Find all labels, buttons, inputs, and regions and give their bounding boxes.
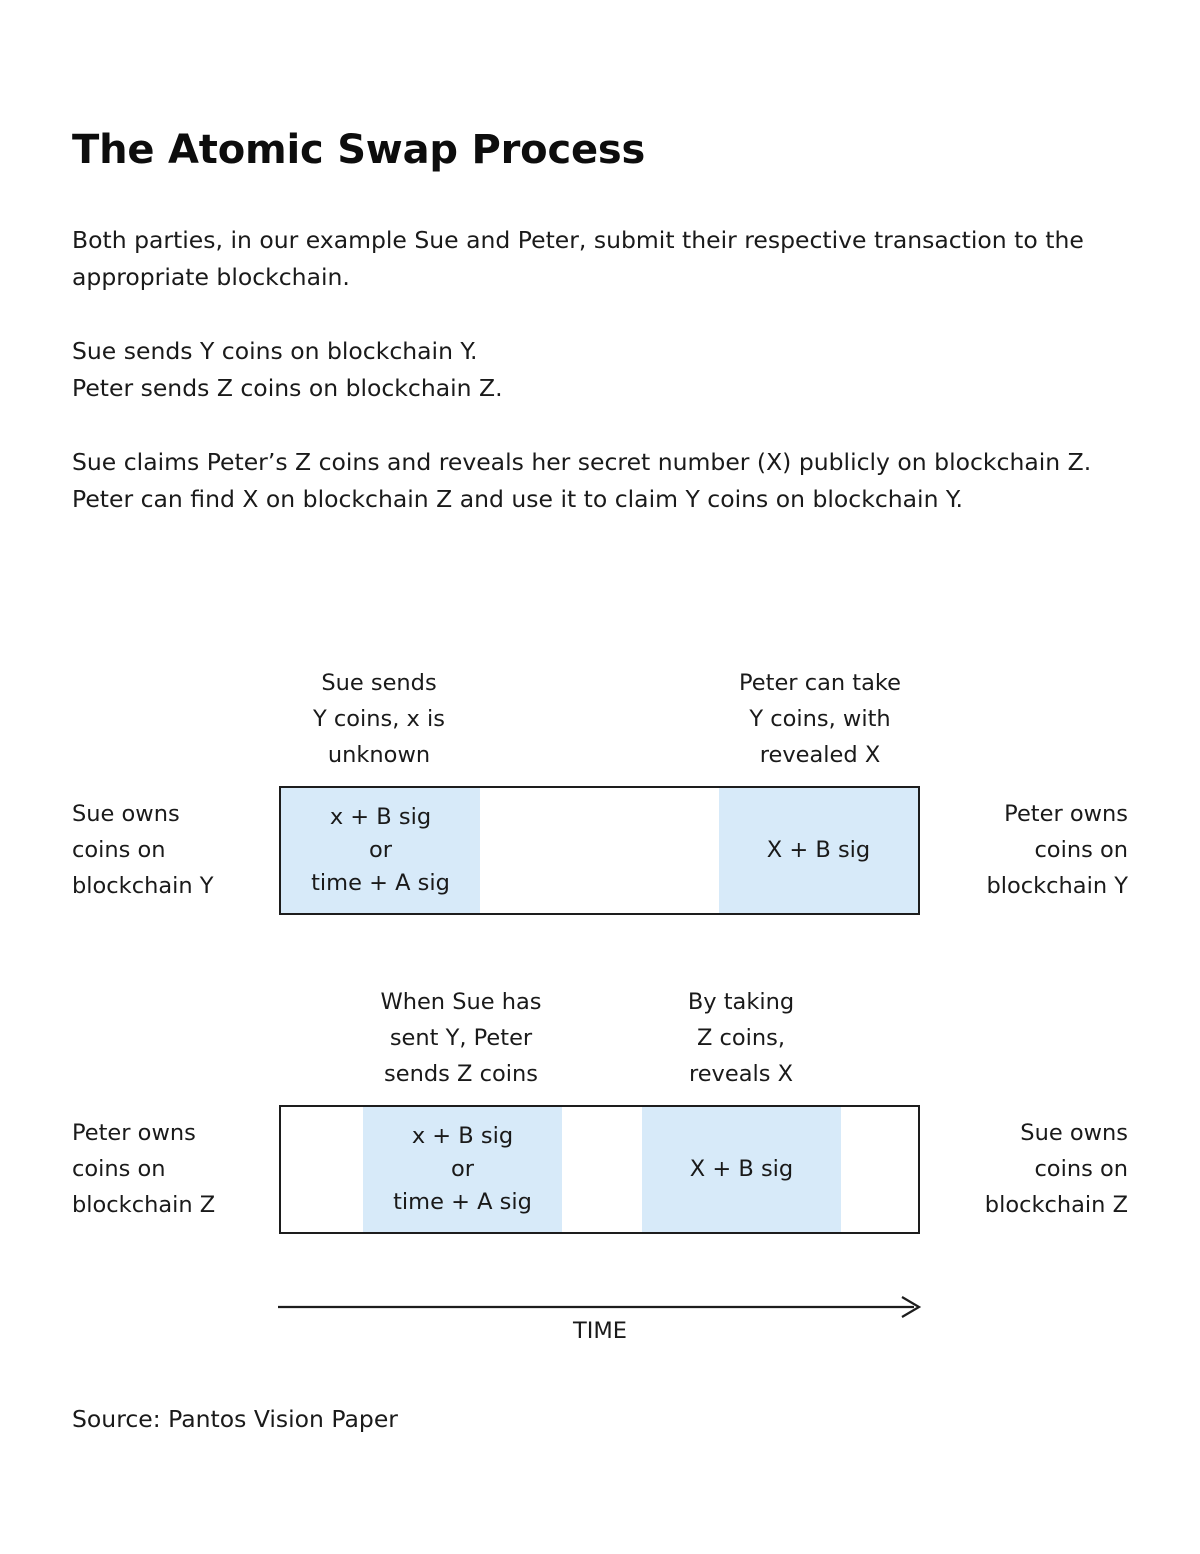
bar-blockchain-y: x + B sig or time + A sig X + B sig (279, 786, 920, 915)
segment-z-post (841, 1107, 918, 1232)
paragraph-1: Both parties, in our example Sue and Pet… (72, 226, 1084, 291)
segment-y-gap (480, 788, 719, 913)
segment-line: time + A sig (393, 1189, 532, 1215)
segment-z-gap (562, 1107, 642, 1232)
segment-y-lock: x + B sig or time + A sig (281, 788, 480, 913)
paragraph-3-line-2: Peter can find X on blockchain Z and use… (72, 485, 963, 513)
paragraph-2-line-1: Sue sends Y coins on blockchain Y. (72, 337, 478, 365)
segment-z-pre (281, 1107, 363, 1232)
segment-line: X + B sig (766, 837, 871, 863)
paragraph-3: Sue claims Peter’s Z coins and reveals h… (72, 444, 1118, 518)
segment-z-claim: X + B sig (642, 1107, 841, 1232)
segment-line: or (368, 837, 393, 863)
intro-text-block: Both parties, in our example Sue and Pet… (72, 222, 1118, 518)
segment-z-lock: x + B sig or time + A sig (363, 1107, 562, 1232)
segment-line: x + B sig (329, 804, 432, 830)
page-title: The Atomic Swap Process (72, 126, 646, 173)
segment-line: x + B sig (411, 1123, 514, 1149)
source-credit: Source: Pantos Vision Paper (72, 1405, 398, 1433)
segment-line: time + A sig (311, 870, 450, 896)
bar-blockchain-z: x + B sig or time + A sig X + B sig (279, 1105, 920, 1234)
segment-line: X + B sig (689, 1156, 794, 1182)
paragraph-2: Sue sends Y coins on blockchain Y. Peter… (72, 333, 1118, 407)
paragraph-2-line-2: Peter sends Z coins on blockchain Z. (72, 374, 503, 402)
segment-line: or (450, 1156, 475, 1182)
time-axis-arrow (278, 1296, 922, 1318)
paragraph-3-line-1: Sue claims Peter’s Z coins and reveals h… (72, 448, 1092, 476)
segment-y-claim: X + B sig (719, 788, 918, 913)
time-axis-label: TIME (572, 1318, 627, 1344)
